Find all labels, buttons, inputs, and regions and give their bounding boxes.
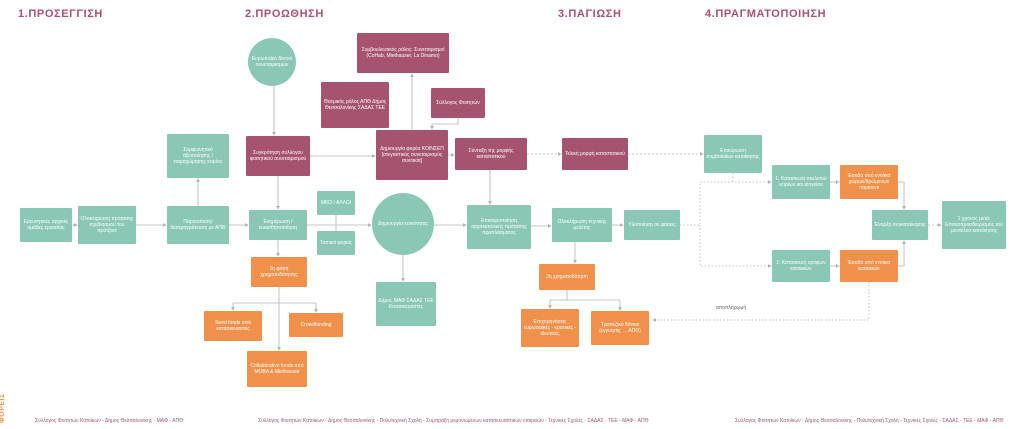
node-statute-final: Τελική μορφή καταστατικού [562, 138, 628, 170]
node-local-bodies: Τοπικοί φορείς [317, 231, 355, 255]
node-construction-stage-2: 2. Κατασκευή ορόφων κατοικιών [772, 250, 830, 282]
node-cohousing-start: Έναρξη συγκατοίκησης [872, 210, 928, 240]
node-coop-association: Συγκρότηση συλλόγου φοιτητικού συνεταιρι… [246, 136, 310, 176]
footer-phase-1-actors: Σύλλογος Φοιτητών Κατοίκων - Δήμος Θεσσα… [35, 418, 183, 424]
repayment-label: αποπληρωμή [716, 305, 747, 311]
phase-4-header: 4.ΠΡΑΓΜΑΤΟΠΟΙΗΣΗ [705, 8, 827, 20]
node-statute-draft: Σύνταξη της μορφής καταστατικού [455, 138, 527, 170]
node-institutional-role: Θεσμικός ρόλος ΑΠΘ Δήμος Θεσσαλονίκης ΣΑ… [321, 82, 389, 128]
node-one-year-later: 1 χρόνος μετά: Επαναπροσδιορισμός του μο… [942, 201, 1006, 249]
node-ngo-others: ΜΚΟ / ΑΛΛΟΙ [317, 191, 355, 215]
node-student-union: Σύλλογος Φοιτητών [431, 88, 485, 118]
node-collaborative-funds: Collaborative funds από MOBA & Miethause… [247, 351, 307, 387]
node-awareness: Ενημέρωση / ευαισθητοποίηση [249, 210, 307, 240]
node-community-creation: Δημιουργία κοινότητας [372, 193, 434, 255]
node-income-spaces: Έσοδα από ενοίκια χώρων/δρώμενων πάρκινγ… [840, 165, 898, 199]
phase-1-header: 1.ΠΡΟΣΕΓΓΙΣΗ [18, 8, 103, 20]
node-koinsep-entity: Δημιουργία φορέα ΚΟΙΝΣΕΠ [στεγαστικός συ… [376, 130, 448, 180]
footer-phase-4-actors: Σύλλογος Φοιτητών Κατοίκων - Δήμος Θεσσα… [735, 418, 1004, 424]
node-construction-stage-1: 1. Κατασκευή σκελετού κτιρίων και ισογεί… [772, 165, 830, 199]
node-funding-phase-2: 2η χρηματοδότηση [539, 264, 595, 290]
node-bank-loan: Τραπεζικό δάνειο (εγγυητής → ΑΠΘ) [591, 311, 649, 345]
node-research-groups: Ερευνητικές αρχικές ομάδες εργασίας [20, 208, 72, 242]
node-municipality-partners: Δήμος ΜΑΦ ΣΑΔΑΣ ΤΕΕ Κατασκευαστές [376, 282, 436, 326]
node-seed-funds: Seed funds από κατασκευαστές [204, 311, 262, 341]
node-phased-implementation: Υλοποίηση σε φάσεις [624, 210, 680, 240]
node-grants: Επιχορηγήσεις ευρωπαϊκές - κρατικές - ιδ… [521, 309, 579, 347]
actors-side-label: ΦΟΡΕΙΣ [0, 393, 6, 423]
node-income-housing: Έσοδα από ενοίκια κατοικιών [840, 250, 898, 282]
footer-phase-2-3-actors: Σύλλογος Φοιτητών Κατοίκων - Δήμος Θεσσα… [258, 418, 649, 424]
node-negotiation-auth: Παρουσίαση/ διαπραγμάτευση με ΑΠΘ [167, 206, 229, 244]
node-project-completion: Ολοκλήρωση πρότασης σχεδιασμού του πρότζ… [78, 206, 136, 244]
node-technical-study: Ολοκλήρωση τεχνικής μελέτης [552, 208, 612, 242]
node-advisory-role: Συμβουλευτικός ρόλος: Συνεταιρισμοί (CoH… [357, 33, 449, 73]
node-crowdfunding: Crowdfunding [289, 313, 343, 337]
node-funding-phase-1: 1η φάση χρηματοδότησης [251, 257, 307, 287]
node-arch-proposal-update: Επικαιροποίηση αρχιτεκτονικής πρότασης π… [467, 205, 531, 249]
phase-2-header: 2.ΠΡΟΩΘΗΣΗ [245, 8, 324, 20]
node-housing-contracts: Επικύρωση συμβολαίων κατοίκησης [704, 135, 762, 173]
phase-3-header: 3.ΠΑΓΙΩΣΗ [558, 8, 622, 20]
node-eu-coop-network: Ευρωπαϊκό δίκτυο συνεταιρισμών [248, 38, 296, 86]
node-building-agreement: Συμφωνητικό αξιοποίησης / παραχώρησης κτ… [167, 134, 229, 178]
